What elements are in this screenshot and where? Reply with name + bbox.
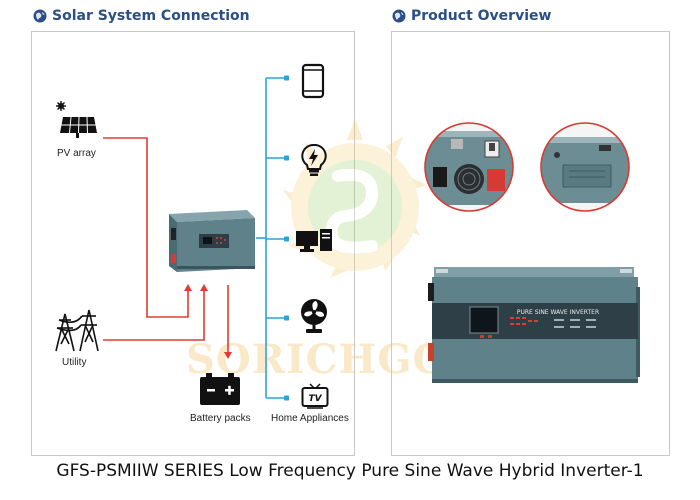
arrow-up-icon xyxy=(184,284,192,291)
globe-icon xyxy=(33,9,47,23)
inverter-rear-closeup-left xyxy=(424,122,514,212)
plug-icon xyxy=(284,315,289,321)
battery-packs-label: Battery packs xyxy=(190,413,251,424)
pv-array-label: PV array xyxy=(57,148,96,159)
light-bulb-icon xyxy=(301,143,327,176)
utility-to-inverter-wire xyxy=(103,289,205,341)
product-caption: GFS-PSMIIW SERIES Low Frequency Pure Sin… xyxy=(56,461,644,481)
inverter-unit-image xyxy=(169,210,255,272)
solar-panel-icon xyxy=(56,101,97,138)
fan-icon xyxy=(301,299,327,333)
product-overview-panel xyxy=(391,31,670,456)
tv-icon: TV xyxy=(301,383,329,409)
plug-icon xyxy=(284,75,289,81)
plug-icon xyxy=(284,236,289,242)
utility-pylon-icon xyxy=(55,309,99,352)
arrow-up-icon xyxy=(200,284,208,291)
inverter-front-product-image: PURE SINE WAVE INVERTER xyxy=(428,267,640,383)
computer-icon xyxy=(296,229,332,252)
plug-icon xyxy=(284,395,289,401)
inverter-rear-closeup-right xyxy=(540,122,630,212)
utility-label: Utility xyxy=(62,357,87,368)
arrow-down-icon xyxy=(224,352,232,359)
section-title-product-overview: Product Overview xyxy=(392,6,551,26)
pv-to-inverter-wire xyxy=(103,137,189,318)
tablet-icon xyxy=(301,63,325,99)
section-title-text: Product Overview xyxy=(411,8,552,24)
section-title-text: Solar System Connection xyxy=(52,8,250,24)
inverter-panel-label: PURE SINE WAVE INVERTER xyxy=(517,309,599,316)
globe-icon xyxy=(392,9,406,23)
svg-text:TV: TV xyxy=(308,394,322,404)
battery-icon xyxy=(200,373,240,405)
plug-icon xyxy=(284,155,289,161)
section-title-solar-connection: Solar System Connection xyxy=(33,6,250,26)
home-appliances-label: Home Appliances xyxy=(271,413,349,424)
